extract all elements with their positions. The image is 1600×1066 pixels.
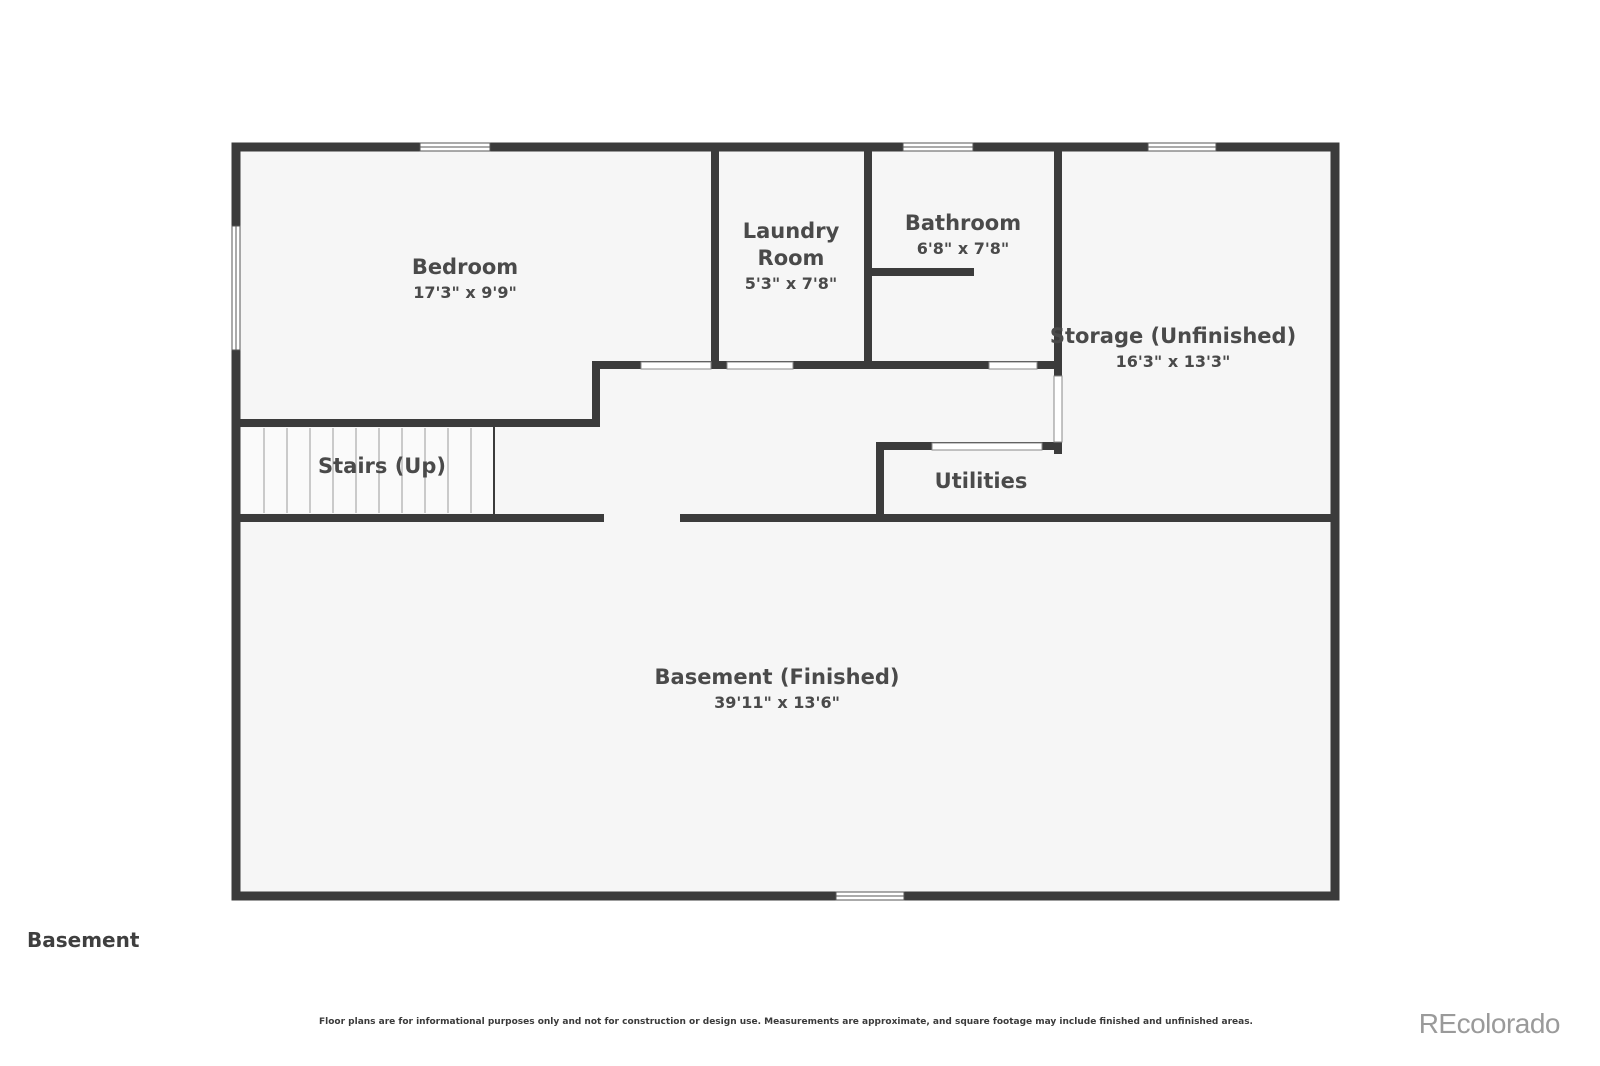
bedroom-dims: 17'3" x 9'9": [413, 283, 517, 302]
laundry-name-line2: Room: [758, 246, 825, 270]
laundry-name-line1: Laundry: [743, 219, 840, 243]
storage-door: [1053, 375, 1063, 443]
utilities-name: Utilities: [935, 469, 1028, 493]
stairs-name: Stairs (Up): [318, 454, 446, 478]
laundry-dims: 5'3" x 7'8": [745, 274, 837, 293]
laundry-door: [726, 361, 794, 370]
floor-label: Basement: [27, 928, 140, 952]
door-openings: [640, 361, 1063, 451]
brand-logo: REcolorado: [1418, 1008, 1561, 1039]
basement-name: Basement (Finished): [655, 665, 900, 689]
storage-name: Storage (Unfinished): [1050, 324, 1296, 348]
utilities-door: [931, 442, 1043, 451]
bedroom-door: [640, 361, 712, 370]
bathroom-door: [988, 361, 1038, 370]
basement-dims: 39'11" x 13'6": [714, 693, 840, 712]
stair-treads: [240, 428, 494, 513]
bathroom-name: Bathroom: [905, 211, 1021, 235]
windows: [231, 142, 1217, 901]
bathroom-dims: 6'8" x 7'8": [917, 239, 1009, 258]
bedroom-name: Bedroom: [412, 255, 518, 279]
storage-dims: 16'3" x 13'3": [1116, 352, 1231, 371]
disclaimer-text: Floor plans are for informational purpos…: [319, 1017, 1253, 1027]
